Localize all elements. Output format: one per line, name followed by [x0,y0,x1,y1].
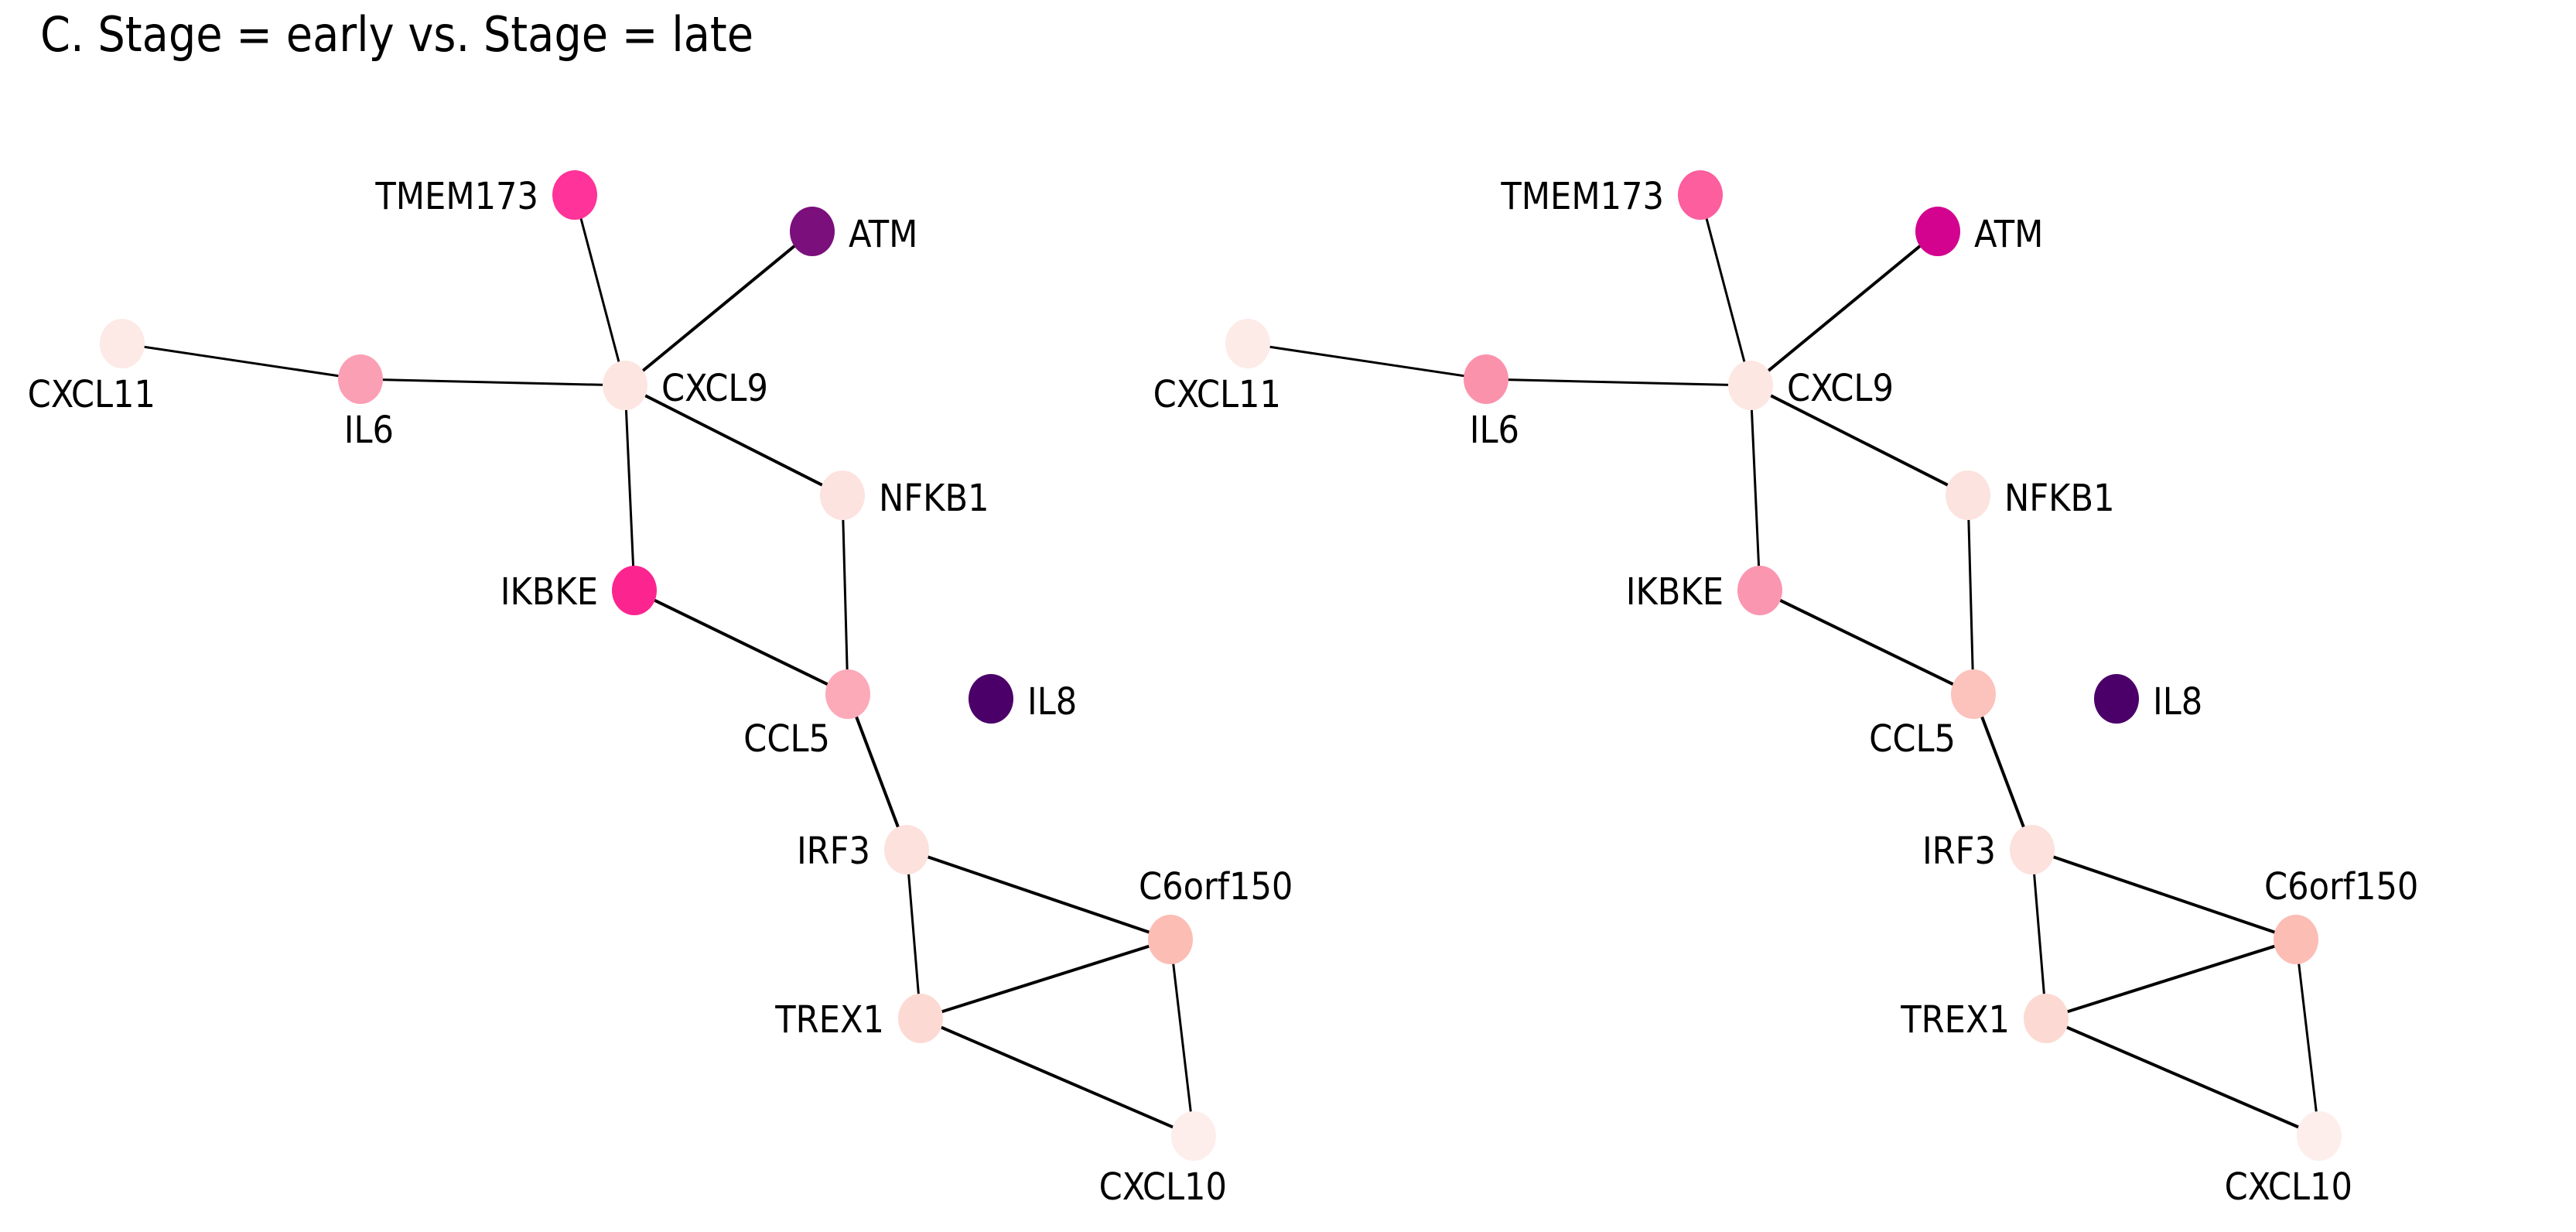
network-node-label-cxcl10: CXCL10 [1098,1165,1227,1209]
network-node-ccl5[interactable] [825,669,870,719]
network-node-label-il6: IL6 [343,409,394,452]
network-node-tmem173[interactable] [1678,170,1723,220]
network-node-label-trex1: TREX1 [775,998,884,1042]
network-edge [360,378,626,387]
network-node-atm[interactable] [1915,207,1960,256]
network-node-label-cxcl9: CXCL9 [661,367,768,410]
network-node-label-ccl5: CCL5 [1869,717,1956,761]
network-node-atm[interactable] [790,207,835,256]
network-node-trex1[interactable] [2024,994,2069,1043]
network-node-label-il6: IL6 [1469,409,1519,452]
network-node-c6orf150[interactable] [1148,915,1193,964]
network-edge [624,385,636,591]
network-node-irf3[interactable] [2010,825,2055,874]
network-node-label-c6orf150: C6orf150 [2264,865,2419,909]
network-edge [920,938,1171,1020]
network-node-cxcl11[interactable] [100,319,145,368]
network-node-cxcl11[interactable] [1225,319,1270,368]
network-edge [1247,342,1487,381]
network-node-ikbke[interactable] [612,566,657,615]
network-edge [1699,194,1752,386]
network-edge [634,589,849,696]
network-edge [841,495,849,695]
network-edge [2045,938,2297,1020]
network-edge [1169,939,1195,1137]
network-node-label-cxcl11: CXCL11 [1153,373,1281,416]
network-node-label-nfkb1: NFKB1 [2004,477,2115,520]
network-edge [2045,1017,2320,1138]
network-edge [1759,589,1974,696]
network-node-label-ccl5: CCL5 [743,717,830,761]
network-node-label-c6orf150: C6orf150 [1139,865,1293,909]
network-node-trex1[interactable] [898,994,943,1043]
network-edge [121,342,361,381]
network-node-nfkb1[interactable] [820,471,865,520]
network-node-ccl5[interactable] [1951,669,1996,719]
network-node-irf3[interactable] [884,825,929,874]
network-edge [846,693,908,850]
network-node-label-tmem173: TMEM173 [375,175,538,218]
network-edge [920,1017,1194,1138]
network-node-cxcl10[interactable] [1171,1111,1216,1161]
network-node-il6[interactable] [338,354,383,404]
network-node-label-trex1: TREX1 [1901,998,2010,1042]
network-node-label-atm: ATM [849,213,918,256]
network-node-il8[interactable] [2094,674,2139,724]
network-node-label-ikbke: IKBKE [1625,570,1724,614]
network-edge [2031,848,2297,941]
network-node-label-irf3: IRF3 [1922,830,1996,873]
network-edge [1749,230,1939,387]
network-node-il8[interactable] [969,674,1013,724]
network-node-nfkb1[interactable] [1946,471,1990,520]
network-node-label-nfkb1: NFKB1 [879,477,989,520]
network-node-label-cxcl9: CXCL9 [1787,367,1894,410]
network-edge [1966,495,1975,695]
network-edge [624,384,843,497]
network-node-label-il8: IL8 [2153,680,2203,724]
network-edge [2031,849,2048,1019]
network-node-label-ikbke: IKBKE [500,570,598,614]
network-node-cxcl10[interactable] [2297,1111,2342,1161]
network-node-label-il8: IL8 [1027,680,1078,724]
network-node-cxcl9[interactable] [603,361,647,410]
network-node-label-cxcl11: CXCL11 [27,373,155,416]
network-node-label-cxcl10: CXCL10 [2224,1165,2352,1209]
network-edge [2294,939,2321,1137]
network-edge [1750,384,1969,497]
network-node-il6[interactable] [1464,354,1508,404]
network-edge [905,849,922,1019]
network-node-cxcl9[interactable] [1728,361,1773,410]
network-edge [1972,693,2034,850]
network-node-c6orf150[interactable] [2274,915,2318,964]
network-edge [624,230,814,387]
network-edge [1749,385,1761,591]
network-node-ikbke[interactable] [1737,566,1782,615]
network-node-label-irf3: IRF3 [796,830,870,873]
network-edge [573,194,627,386]
page-title: C. Stage = early vs. Stage = late [40,6,754,63]
network-edge [906,848,1171,941]
network-edge [1485,378,1751,387]
network-node-tmem173[interactable] [552,170,597,220]
network-node-label-tmem173: TMEM173 [1501,175,1664,218]
network-node-label-atm: ATM [1974,213,2044,256]
